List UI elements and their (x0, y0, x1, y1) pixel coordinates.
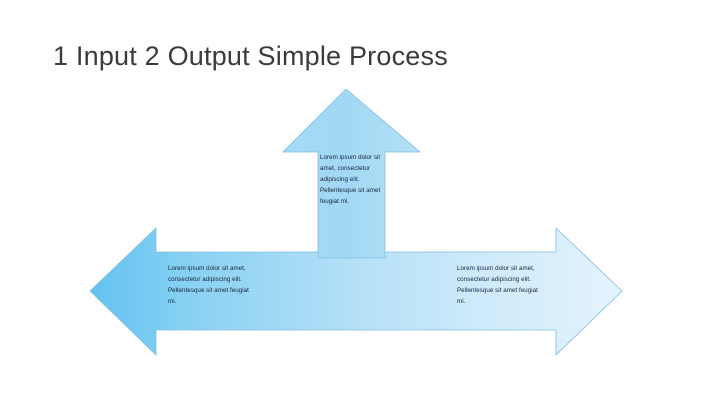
up-arrow-shape[interactable] (282, 88, 422, 259)
horizontal-double-arrow-shape[interactable] (89, 227, 623, 356)
left-arrow-label: Lorem ipsum dolor sit amet, consectetur … (168, 265, 249, 306)
up-arrow-label: Lorem ipsum dolor sit amet, consectetur … (320, 154, 381, 206)
right-arrow-label: Lorem ipsum dolor sit amet, consectetur … (457, 265, 538, 306)
page-title: 1 Input 2 Output Simple Process (53, 41, 448, 71)
